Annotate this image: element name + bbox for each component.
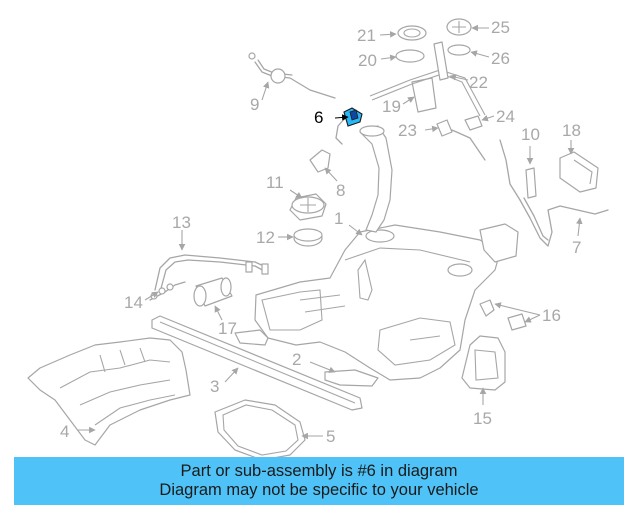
part-25-cap: [446, 18, 472, 36]
part-10-line: [499, 139, 537, 201]
part-1-fuel-tank: [254, 223, 519, 381]
callout-8: 8: [336, 181, 345, 200]
callout-4: 4: [60, 422, 69, 441]
part-17-filter: [193, 277, 233, 307]
callout-12: 12: [256, 228, 275, 247]
part-12-ring: [293, 228, 323, 247]
part-4-heat-shield: [27, 337, 191, 446]
part-11-cap: [289, 193, 327, 221]
callout-24: 24: [496, 107, 515, 126]
callout-18: 18: [562, 121, 581, 140]
callout-11: 11: [266, 173, 284, 192]
callout-10: 10: [521, 125, 540, 144]
callout-22: 22: [469, 73, 488, 92]
callout-25: 25: [491, 18, 510, 37]
part-23-sensor: [436, 119, 486, 161]
callout-2: 2: [292, 350, 301, 369]
part-26-seal: [447, 44, 471, 56]
part-6-valve-highlighted: [335, 107, 363, 145]
callout-19: 19: [382, 97, 401, 116]
part-24-clip: [464, 115, 483, 131]
part-2-brackets: [234, 329, 379, 387]
part-15-bracket: [461, 335, 506, 391]
callout-1: 1: [334, 209, 343, 228]
info-banner: Part or sub-assembly is #6 in diagram Di…: [14, 457, 624, 505]
part-5-cover-plate: [214, 399, 306, 461]
banner-part-line: Part or sub-assembly is #6 in diagram: [180, 462, 458, 480]
callout-leaders: [78, 24, 583, 440]
part-8-bracket: [309, 149, 331, 173]
part-18-canister: [559, 151, 599, 193]
callout-21: 21: [357, 26, 376, 45]
callout-26: 26: [491, 49, 510, 68]
part-7-line: [519, 197, 609, 247]
filler-neck: [359, 125, 393, 233]
callout-20: 20: [358, 51, 377, 70]
banner-disclaimer-line: Diagram may not be specific to your vehi…: [159, 481, 479, 499]
callout-14: 14: [124, 293, 143, 312]
part-21-lock-ring: [397, 25, 427, 41]
callout-15: 15: [473, 409, 492, 428]
callout-23: 23: [398, 121, 417, 140]
part-3-crossbar: [151, 315, 363, 411]
callout-3: 3: [210, 377, 219, 396]
part-16-clips: [479, 299, 527, 331]
part-22-sender: [433, 41, 449, 81]
callout-16: 16: [542, 306, 561, 325]
callout-6: 6: [314, 108, 323, 127]
callout-9: 9: [250, 95, 259, 114]
callout-7: 7: [572, 238, 581, 257]
callout-17: 17: [218, 319, 237, 338]
part-20-seal: [395, 49, 425, 63]
part-9-vent-line: [248, 52, 336, 99]
callout-5: 5: [326, 427, 335, 446]
callout-labels: 1 2 3 4 5 6 7 8 9 10 11 12 13 14 15 16 1…: [60, 18, 581, 446]
callout-13: 13: [172, 213, 191, 232]
